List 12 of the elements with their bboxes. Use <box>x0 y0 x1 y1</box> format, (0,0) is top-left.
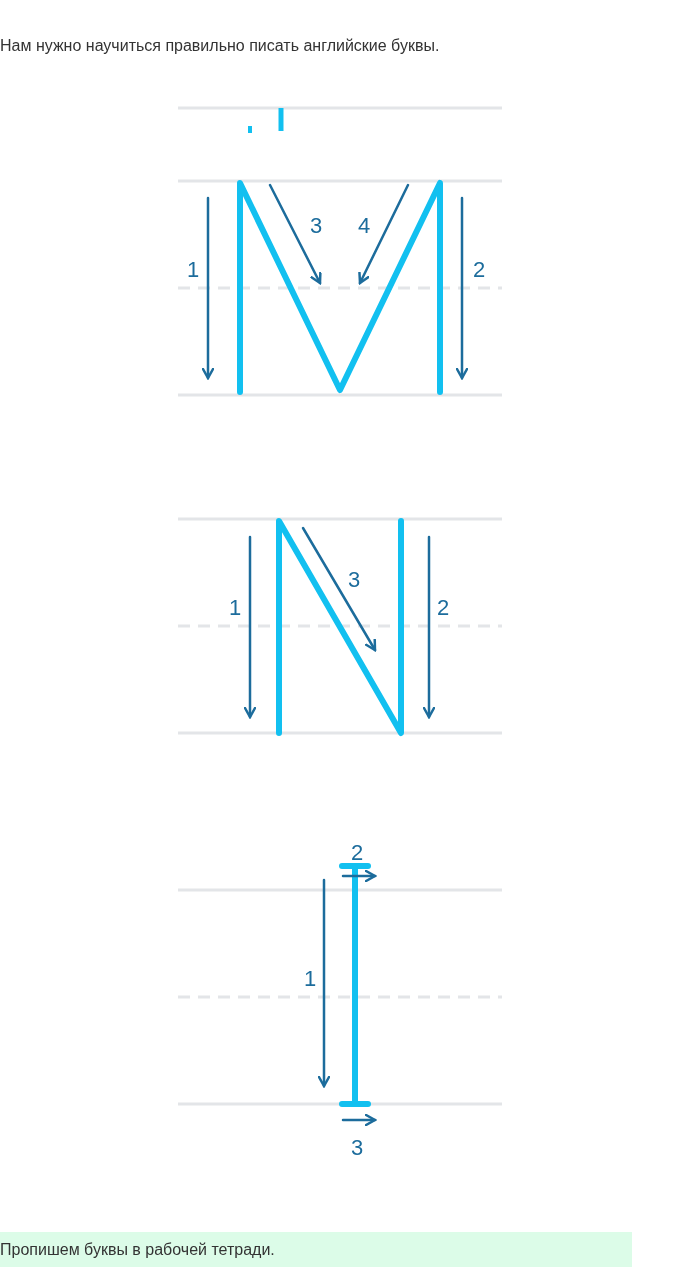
step-number: 4 <box>357 215 371 237</box>
step-number: 3 <box>347 569 361 591</box>
step-number: 2 <box>350 842 364 864</box>
note-text: Пропишем буквы в рабочей тетради. <box>0 1239 275 1260</box>
step-number: 3 <box>350 1137 364 1159</box>
step-number: 1 <box>303 968 317 990</box>
step-number: 2 <box>436 597 450 619</box>
intro-text: Нам нужно научиться правильно писать английские буквы. <box>0 36 440 56</box>
step-number: 1 <box>186 259 200 281</box>
step-number: 3 <box>309 215 323 237</box>
step-number: 2 <box>472 259 486 281</box>
step-number: 1 <box>228 597 242 619</box>
